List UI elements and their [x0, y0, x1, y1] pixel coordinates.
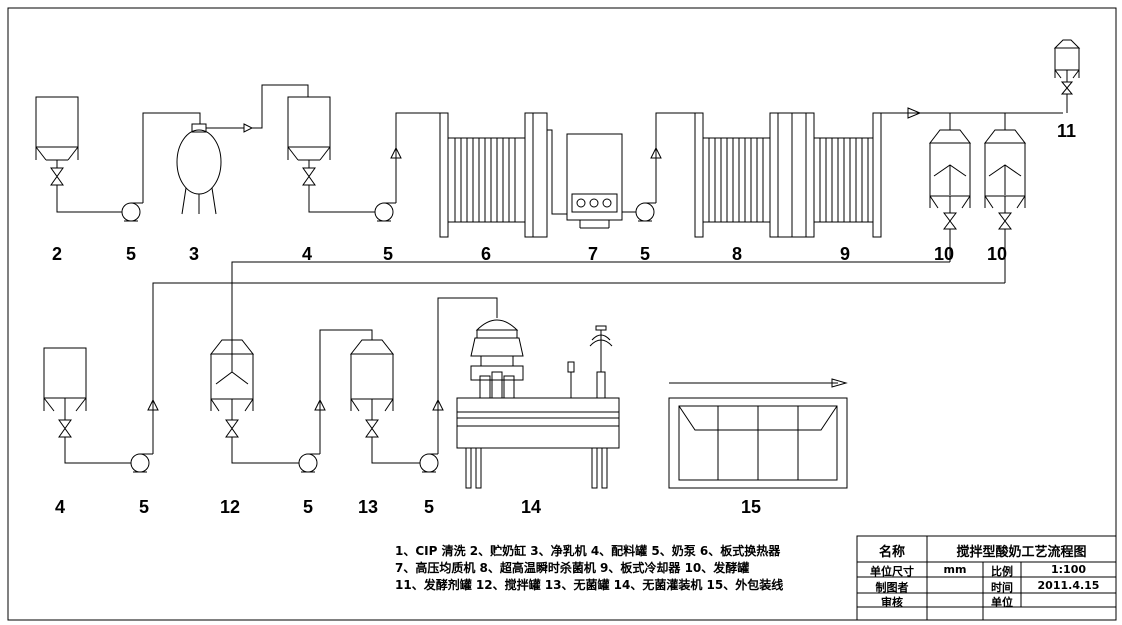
- title-block-scale-label: 比例: [991, 565, 1013, 578]
- label-10: 10: [987, 244, 1008, 264]
- flow-arrow: [390, 146, 402, 159]
- pipe-5-8: [655, 112, 695, 203]
- label-9: 9: [840, 244, 851, 264]
- pipe-12-5: [231, 437, 299, 464]
- pump-5d: [130, 453, 153, 473]
- pump-5e: [298, 453, 320, 473]
- aseptic-filler-14: [456, 319, 620, 489]
- drawing-border: [7, 7, 1117, 621]
- pump-5c: [635, 202, 656, 222]
- label-14: 14: [521, 497, 542, 517]
- batching-tank-4b: [43, 347, 87, 438]
- legend-line-1: 1、CIP 清洗 2、贮奶缸 3、净乳机 4、配料罐 5、奶泵 6、板式换热器: [395, 544, 781, 558]
- label-2: 2: [52, 244, 63, 264]
- pipe-5-3: [142, 112, 201, 203]
- fermentation-tank-10b: [983, 129, 1027, 283]
- label-11: 11: [1057, 121, 1077, 141]
- label-5: 5: [640, 244, 651, 264]
- label-4: 4: [55, 497, 66, 517]
- pump-5a: [121, 202, 143, 222]
- label-3: 3: [189, 244, 200, 264]
- batching-tank-4a: [287, 96, 331, 186]
- legend-line-3: 11、发酵剂罐 12、搅拌罐 13、无菌罐 14、无菌灌装机 15、外包装线: [395, 578, 784, 592]
- fermentation-tank-10a: [928, 129, 972, 262]
- title-block: [856, 535, 1117, 621]
- homogenizer-7: [566, 133, 623, 229]
- aseptic-tank-13: [349, 339, 395, 438]
- label-5: 5: [424, 497, 435, 517]
- legend-line-2: 7、高压均质机 8、超高温瞬时杀菌机 9、板式冷却器 10、发酵罐: [395, 561, 750, 575]
- pipe-13-5: [371, 437, 420, 464]
- pipe-10-5: [152, 282, 1005, 454]
- pipe-5-13: [319, 329, 373, 454]
- packing-line-15: [668, 378, 848, 489]
- starter-tank-11: [1053, 39, 1081, 113]
- pipe-4-5-bottom: [64, 437, 131, 464]
- flow-arrow: [650, 146, 662, 159]
- plate-heat-exchanger-6: [439, 112, 548, 238]
- pump-5f: [419, 453, 439, 473]
- title-block-drafter-label: 制图者: [875, 581, 909, 594]
- milk-separator-3: [176, 84, 309, 215]
- label-8: 8: [732, 244, 743, 264]
- label-5: 5: [303, 497, 314, 517]
- title-block-unit-label: 单位: [991, 596, 1013, 609]
- pipe-4-5: [308, 185, 375, 213]
- title-block-unit-size-label: 单位尺寸: [870, 565, 914, 578]
- plate-cooler-9: [791, 112, 882, 238]
- label-5: 5: [139, 497, 150, 517]
- title-block-reviewer-label: 审核: [881, 596, 903, 609]
- label-7: 7: [588, 244, 599, 264]
- label-5: 5: [126, 244, 137, 264]
- title-block-unit-size-value: mm: [943, 563, 967, 576]
- title-block-time-value: 2011.4.15: [1037, 579, 1100, 592]
- pump-5b: [374, 202, 396, 222]
- label-15: 15: [741, 497, 762, 517]
- label-13: 13: [358, 497, 379, 517]
- mixing-tank-12: [209, 339, 255, 438]
- uht-sterilizer-8: [694, 112, 793, 238]
- pipe-5-14: [437, 297, 498, 454]
- pipe-5-6: [395, 112, 441, 203]
- storage-tank-2: [35, 96, 79, 186]
- label-5: 5: [383, 244, 394, 264]
- title-block-name-label: 名称: [878, 545, 905, 560]
- pipe-2-5: [56, 185, 122, 213]
- title-block-scale-value: 1:100: [1050, 563, 1086, 576]
- label-6: 6: [481, 244, 492, 264]
- pipe-6-7: [547, 129, 567, 215]
- flow-arrow: [432, 398, 444, 411]
- pipe-9-10: [880, 112, 1063, 130]
- label-12: 12: [220, 497, 241, 517]
- flow-arrow: [314, 398, 326, 411]
- title-block-name-value: 搅拌型酸奶工艺流程图: [956, 545, 1087, 560]
- flow-arrow: [147, 398, 159, 411]
- label-4: 4: [302, 244, 313, 264]
- title-block-time-label: 时间: [991, 581, 1013, 594]
- label-10: 10: [934, 244, 955, 264]
- pipe-10-12: [231, 261, 950, 340]
- flow-arrow: [907, 107, 922, 119]
